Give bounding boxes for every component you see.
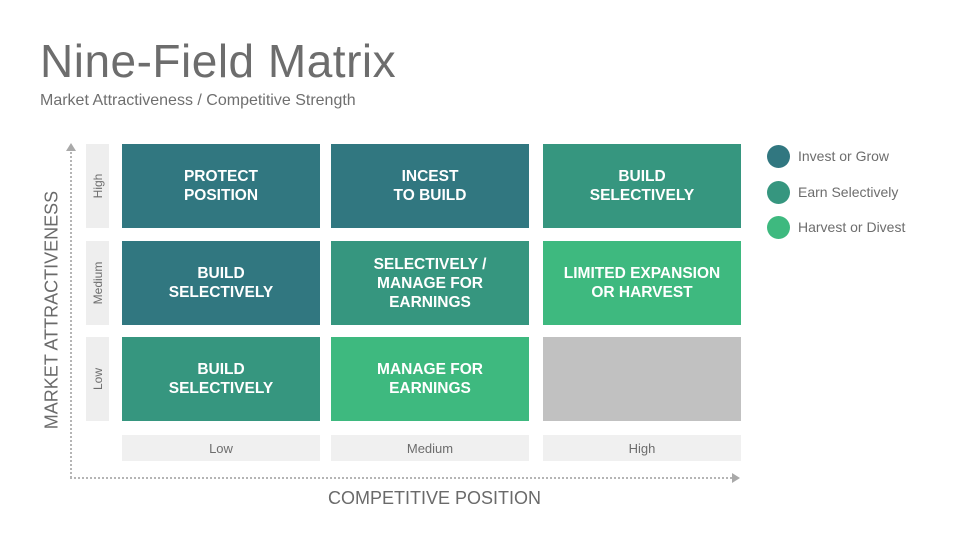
y-axis-title: MARKET ATTRACTIVENESS <box>41 190 62 430</box>
row-label-medium: Medium <box>86 241 109 325</box>
row-label-text: Low <box>90 367 105 391</box>
x-axis-line <box>70 477 732 479</box>
matrix-cell-medium-medium: SELECTIVELY / MANAGE FOR EARNINGS <box>331 241 529 325</box>
y-axis-line <box>70 152 72 478</box>
matrix-cell-text: BUILD SELECTIVELY <box>168 361 274 397</box>
matrix-cell-high-low: PROTECT POSITION <box>122 144 320 228</box>
legend-item-earn: Earn Selectively <box>767 180 898 204</box>
matrix-cell-low-low: BUILD SELECTIVELY <box>122 337 320 421</box>
matrix-cell-text: INCEST TO BUILD <box>393 168 467 204</box>
legend-label: Harvest or Divest <box>798 219 906 235</box>
matrix-cell-medium-low: BUILD SELECTIVELY <box>122 241 320 325</box>
matrix-cell-high-high: BUILD SELECTIVELY <box>543 144 741 228</box>
column-label-low: Low <box>122 435 320 461</box>
x-axis-arrow-icon <box>732 473 740 483</box>
x-axis-title: COMPETITIVE POSITION <box>328 488 542 508</box>
legend-item-harvest: Harvest or Divest <box>767 215 905 239</box>
legend-dot-icon <box>767 144 790 168</box>
matrix-cell-text: LIMITED EXPANSION OR HARVEST <box>563 265 721 301</box>
matrix-cell-text: PROTECT POSITION <box>183 168 259 204</box>
matrix-cell-medium-high: LIMITED EXPANSION OR HARVEST <box>543 241 741 325</box>
column-label-high: High <box>543 435 741 461</box>
column-label-medium: Medium <box>331 435 529 461</box>
page-subtitle: Market Attractiveness / Competitive Stre… <box>40 92 356 109</box>
y-axis-arrow-icon <box>66 143 76 151</box>
row-label-text: Medium <box>90 261 105 305</box>
matrix-cell-text: MANAGE FOR EARNINGS <box>377 361 483 397</box>
legend-label: Invest or Grow <box>798 148 890 164</box>
legend-dot-icon <box>767 215 790 239</box>
row-label-high: High <box>86 144 109 228</box>
legend-label: Earn Selectively <box>798 184 899 200</box>
matrix-cell-text: BUILD SELECTIVELY <box>589 168 695 204</box>
page-title: Nine-Field Matrix <box>40 35 397 87</box>
matrix-cell-high-medium: INCEST TO BUILD <box>331 144 529 228</box>
row-label-low: Low <box>86 337 109 421</box>
matrix-cell-low-medium: MANAGE FOR EARNINGS <box>331 337 529 421</box>
legend-dot-icon <box>767 180 790 204</box>
matrix-cell-text: SELECTIVELY / MANAGE FOR EARNINGS <box>373 255 487 311</box>
matrix-cell-low-high <box>543 337 741 421</box>
row-label-text: High <box>90 173 105 199</box>
legend-item-invest: Invest or Grow <box>767 144 889 168</box>
matrix-cell-text: BUILD SELECTIVELY <box>168 265 274 301</box>
